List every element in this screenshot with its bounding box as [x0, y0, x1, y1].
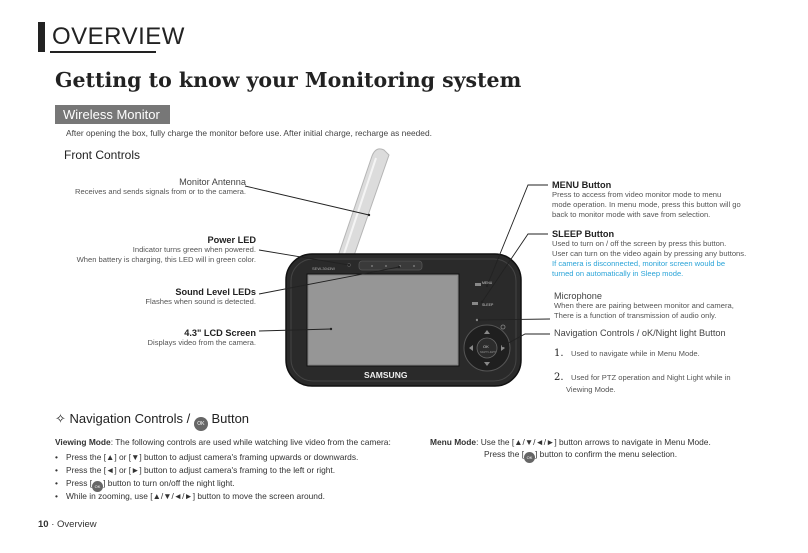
- nav-controls-title: Navigation Controls / oK/Night light But…: [554, 328, 726, 338]
- bullet-dot: •: [55, 491, 58, 501]
- bullet-dot: •: [55, 465, 58, 475]
- nav-item-1-text: Used to navigate while in Menu Mode.: [571, 349, 700, 358]
- bullet-list: • Press the [▲] or [▼] button to adjust c…: [55, 452, 358, 504]
- nav-item-2-number: 2.: [554, 372, 564, 383]
- bullet-text-post: ] button to turn on/off the night light.: [103, 478, 235, 488]
- nav-item-1-number: 1.: [554, 348, 564, 359]
- intro-text: After opening the box, fully charge the …: [66, 128, 432, 138]
- menu-button-desc1: Press to access from video monitor mode …: [552, 190, 722, 199]
- bullet-text: Press the [▲] or [▼] button to adjust ca…: [66, 452, 359, 462]
- page-footer: 10 · Overview: [38, 519, 97, 530]
- sleep-button-desc1: Used to turn on / off the screen by pres…: [552, 239, 727, 248]
- device-brand-label: SAMSUNG: [364, 370, 408, 380]
- microphone-desc1: When there are pairing between monitor a…: [554, 301, 734, 310]
- ok-button-icon: OK: [92, 481, 104, 492]
- sleep-button-note2: turned on automatically in Sleep mode.: [552, 269, 684, 278]
- ok-button-icon: OK: [524, 452, 536, 463]
- header-underline: [50, 51, 156, 53]
- nav-heading-suffix: Button: [211, 411, 250, 426]
- nav-controls-label: Navigation Controls / oK/Night light But…: [554, 328, 731, 395]
- ok-button-icon: OK: [193, 417, 208, 431]
- list-item: • While in zooming, use [▲/▼/◄/►] button …: [55, 491, 358, 504]
- power-led-desc1: Indicator turns green when powered.: [132, 245, 256, 254]
- microphone-desc2: There is a function of transmission of a…: [554, 311, 717, 320]
- menu-button-label: MENU Button Press to access from video m…: [552, 180, 741, 220]
- antenna-label: Monitor Antenna Receives and sends signa…: [75, 177, 246, 197]
- page-title: Getting to know your Monitoring system: [55, 68, 522, 92]
- microphone-label: Microphone When there are pairing betwee…: [554, 291, 734, 321]
- front-controls-heading: Front Controls: [64, 148, 141, 162]
- menu-button-desc2: mode operation. In menu mode, press this…: [552, 200, 741, 209]
- nav-item-2-text: Used for PTZ operation and Night Light w…: [571, 373, 731, 382]
- sound-leds-desc: Flashes when sound is detected.: [145, 297, 256, 306]
- sleep-button-title: SLEEP Button: [552, 229, 615, 239]
- nav-item-2-text-cont: Viewing Mode.: [566, 385, 616, 394]
- menu-mode-text: : Use the [▲/▼/◄/►] button arrows to nav…: [476, 437, 711, 447]
- sparkle-icon: ✧: [55, 411, 66, 426]
- section-badge: Wireless Monitor: [55, 105, 170, 124]
- menu-button-desc3: back to monitor mode with save from sele…: [552, 210, 711, 219]
- nav-heading-prefix: Navigation Controls /: [69, 411, 191, 426]
- section-header-title: OVERVIEW: [52, 23, 185, 50]
- bullet-text-pre: Press [: [66, 478, 93, 488]
- lcd-title: 4.3" LCD Screen: [184, 328, 256, 338]
- lcd-label: 4.3" LCD Screen Displays video from the …: [148, 328, 256, 348]
- list-item: • Press the [▲] or [▼] button to adjust c…: [55, 452, 358, 465]
- nav-item-1: 1. Used to navigate while in Menu Mode.: [554, 343, 731, 361]
- page-number: 10: [38, 519, 49, 530]
- power-led-desc2: When battery is charging, this LED will …: [76, 255, 256, 264]
- list-item: • Press [OK] button to turn on/off the ni…: [55, 478, 358, 492]
- sound-leds-label: Sound Level LEDs Flashes when sound is d…: [145, 287, 256, 307]
- bullet-text: Press the [◄] or [►] button to adjust ca…: [66, 465, 336, 475]
- menu-mode-text2-post: ] button to confirm the menu selection.: [535, 449, 678, 459]
- viewing-mode-label: Viewing Mode: [55, 437, 111, 447]
- footer-label: · Overview: [51, 519, 97, 530]
- sleep-button-label: SLEEP Button Used to turn on / off the s…: [552, 229, 746, 279]
- bullet-text: While in zooming, use [▲/▼/◄/►] button t…: [66, 491, 325, 501]
- viewing-mode-text: : The following controls are used while …: [110, 437, 391, 447]
- device-sleep-text: SLEEP: [482, 303, 494, 307]
- menu-mode-line2: Press the [OK] button to confirm the men…: [484, 449, 677, 463]
- antenna-title: Monitor Antenna: [179, 177, 246, 187]
- led-strip: [358, 260, 423, 271]
- sleep-button-note1: If camera is disconnected, monitor scree…: [552, 259, 726, 268]
- device-menu-text: MENU: [482, 281, 493, 285]
- menu-mode-line: Menu Mode: Use the [▲/▼/◄/►] button arro…: [430, 437, 711, 447]
- lcd-desc: Displays video from the camera.: [147, 338, 256, 347]
- device-ok-sub: NIGHT LIGHT: [480, 351, 496, 354]
- bullet-dot: •: [55, 478, 58, 488]
- nav-section-heading: ✧ Navigation Controls / OK Button: [55, 411, 249, 431]
- menu-button-title: MENU Button: [552, 180, 612, 190]
- power-led-label: Power LED Indicator turns green when pow…: [77, 235, 256, 265]
- list-item: • Press the [◄] or [►] button to adjust c…: [55, 465, 358, 478]
- antenna-desc: Receives and sends signals from or to th…: [75, 187, 246, 196]
- device-ok-text: OK: [483, 344, 489, 349]
- bullet-dot: •: [55, 452, 58, 462]
- device-model-label: SEW-3043W: [312, 266, 335, 271]
- menu-mode-label: Menu Mode: [430, 437, 477, 447]
- microphone-title: Microphone: [554, 291, 603, 301]
- power-led-title: Power LED: [207, 235, 257, 245]
- menu-mode-text2-pre: Press the [: [484, 449, 525, 459]
- header-bar-mark: [38, 22, 45, 52]
- viewing-mode-line: Viewing Mode: The following controls are…: [55, 437, 391, 447]
- sound-leds-title: Sound Level LEDs: [175, 287, 256, 297]
- nav-item-2: 2. Used for PTZ operation and Night Ligh…: [554, 367, 731, 385]
- sleep-button-desc2: User can turn on the video again by pres…: [552, 249, 747, 258]
- antenna-graphic: [333, 148, 390, 271]
